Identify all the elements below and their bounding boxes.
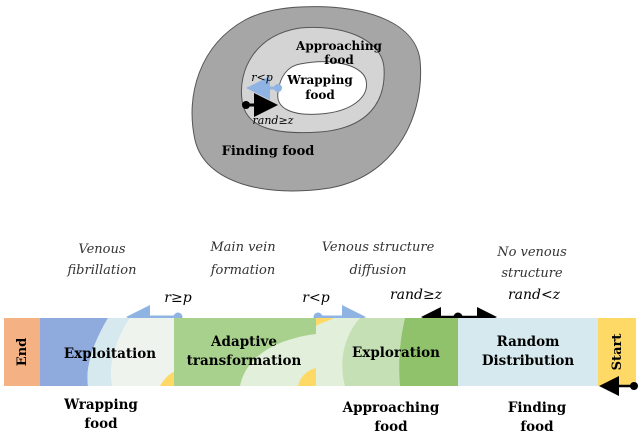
outward-arrow-dot: [274, 84, 282, 92]
annotation-2-line1: Main vein: [209, 240, 275, 255]
start-label: Start: [610, 334, 625, 371]
bottom-label-1-line1: Wrapping: [63, 397, 138, 413]
annotation-3-line1: Venous structure: [322, 240, 435, 255]
random-label-2: Distribution: [482, 353, 575, 369]
start-box: [598, 318, 636, 386]
condition-4-label: rand<z: [508, 287, 561, 303]
annotation-2-line2: formation: [210, 263, 276, 278]
adaptive-light-patch: [240, 334, 316, 386]
exploration-segment: Exploration: [316, 318, 458, 386]
exploration-light-band: [316, 318, 360, 386]
random-bg: [458, 318, 598, 386]
adaptive-segment: Adaptive transformation: [174, 318, 316, 386]
food-search-regions: Approaching food Wrapping food Finding f…: [191, 6, 422, 192]
adaptive-label-1: Adaptive: [210, 334, 277, 350]
condition-2-label: r<p: [302, 290, 329, 306]
bottom-label-2-line2: food: [374, 419, 408, 435]
bottom-label-2-line1: Approaching: [342, 400, 440, 416]
annotation-4-line1: No venous: [496, 245, 567, 260]
inward-arrow-label: rand≥z: [253, 114, 294, 127]
exploration-label: Exploration: [352, 345, 440, 361]
bottom-labels: Wrapping food Approaching food Finding f…: [63, 397, 567, 435]
adaptive-label-2: transformation: [187, 353, 302, 369]
exploitation-blue-band: [40, 318, 108, 386]
condition-1-label: r≥p: [164, 290, 191, 306]
bottom-label-3-line2: food: [520, 419, 554, 435]
exploitation-light-band: [87, 318, 130, 386]
end-box: [4, 318, 40, 386]
inward-arrow-dot: [242, 101, 250, 109]
adaptive-yellow-corner: [298, 368, 316, 386]
inner-label-1: Wrapping: [286, 73, 353, 87]
middle-label-1: Approaching: [295, 39, 383, 53]
middle-label-2: food: [324, 53, 354, 67]
annotation-3-line2: diffusion: [349, 263, 406, 278]
random-label-1: Random: [497, 334, 560, 350]
start-arrow-dot: [630, 382, 638, 390]
wrapping-food-region: [277, 61, 367, 115]
annotation-4-line2: structure: [501, 266, 563, 281]
phase-bar: End Exploitation Adaptive transformation…: [4, 318, 638, 396]
condition-3-label: rand≥z: [390, 287, 443, 303]
phase-annotations: Venous fibrillation Main vein formation …: [66, 240, 567, 281]
outer-label: Finding food: [222, 144, 315, 159]
bottom-label-3-line1: Finding: [508, 400, 567, 416]
condition-arrows: r≥p r<p rand≥z rand<z: [126, 287, 561, 329]
exploitation-segment: Exploitation: [40, 318, 174, 386]
inner-label-2: food: [305, 88, 335, 102]
exploration-dark-band: [399, 318, 458, 386]
exploitation-label: Exploitation: [64, 346, 156, 362]
exploration-yellow-corner: [316, 318, 334, 326]
outward-arrow-label: r<p: [251, 71, 273, 84]
random-segment: Random Distribution: [458, 318, 598, 386]
bottom-label-1-line2: food: [84, 416, 118, 432]
exploitation-yellow-corner: [160, 372, 174, 386]
annotation-1-line2: fibrillation: [66, 263, 136, 278]
end-label: End: [15, 338, 30, 366]
annotation-1-line1: Venous: [78, 242, 125, 257]
